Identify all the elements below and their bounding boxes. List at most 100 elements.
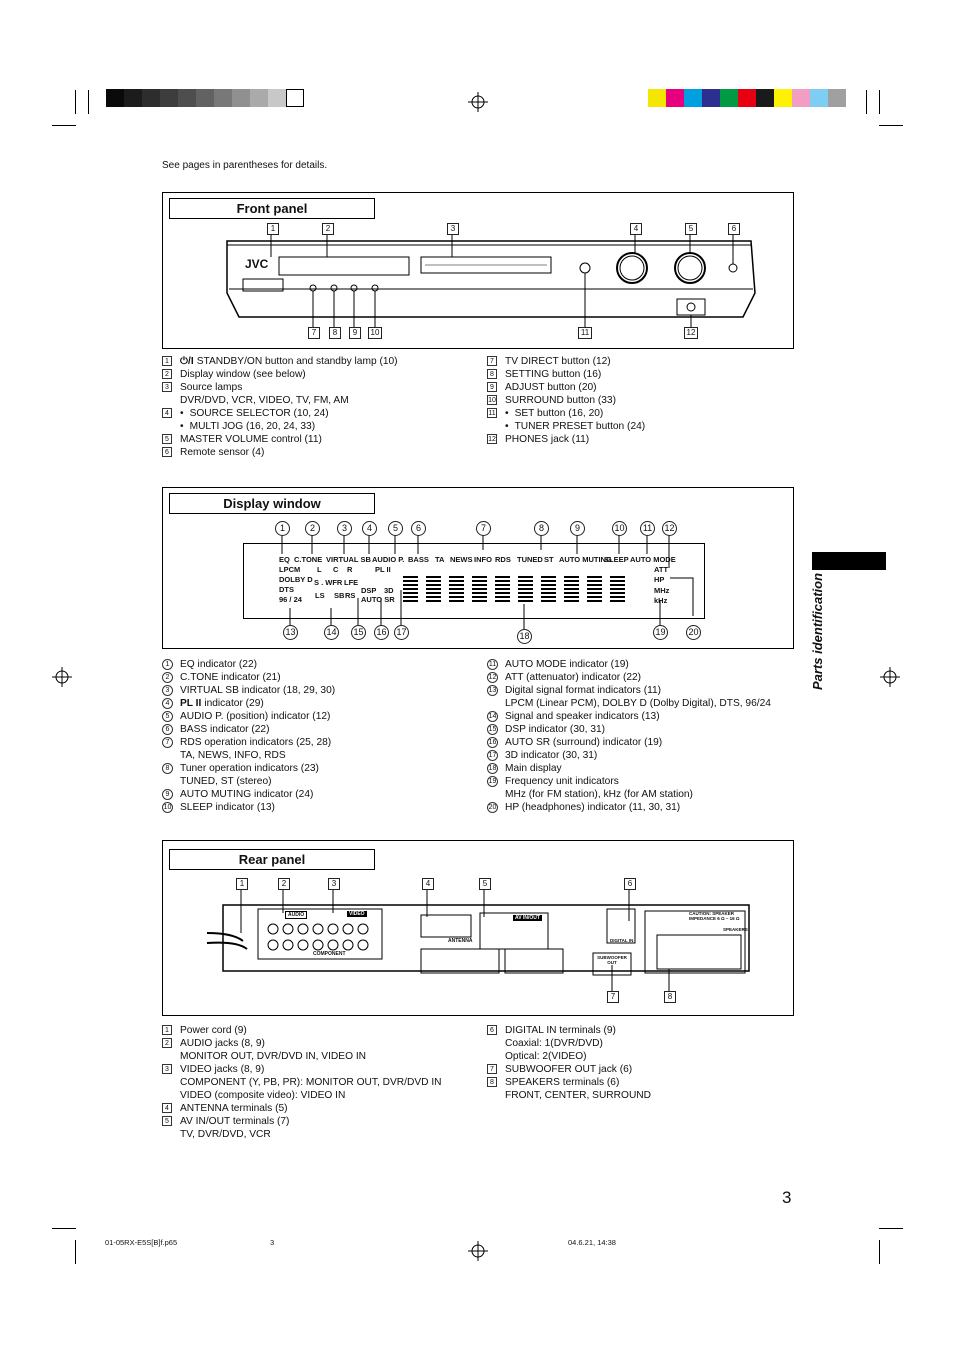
- item-text: TV DIRECT button (12): [505, 356, 611, 367]
- item-text: ADJUST button (20): [505, 382, 597, 393]
- item-text: ATT (attenuator) indicator (22): [505, 672, 642, 683]
- item-text: Remote sensor (4): [180, 447, 265, 458]
- rca-jack-icon: [297, 923, 309, 935]
- display-indicator-label: C: [333, 565, 339, 574]
- list-item: COMPONENT (Y, PB, PR): MONITOR OUT, DVR/…: [162, 1076, 482, 1089]
- segment-char: [610, 574, 625, 602]
- display-callout-16: 16: [374, 625, 389, 640]
- registration-mark-icon: [468, 1241, 488, 1261]
- item-number: 8: [487, 1077, 497, 1087]
- item-text: Tuner operation indicators (23): [180, 763, 319, 774]
- item-number: 2: [162, 1038, 172, 1048]
- item-text: Source lamps: [180, 382, 243, 393]
- rca-jack-icon: [357, 939, 369, 951]
- display-indicator-label: TA: [435, 555, 445, 564]
- item-number: 17: [487, 750, 498, 761]
- display-callout-1: 1: [275, 521, 290, 536]
- display-leader-lines: [281, 528, 694, 629]
- list-item: MONITOR OUT, DVR/DVD IN, VIDEO IN: [162, 1050, 482, 1063]
- bullet-icon: •: [505, 408, 509, 419]
- display-callout-2: 2: [305, 521, 320, 536]
- color-swatch: [792, 89, 810, 107]
- display-indicator-label: AUTO SR: [361, 595, 395, 604]
- rca-jack-icon: [267, 923, 279, 935]
- grayscale-bar: [106, 89, 304, 107]
- color-swatch: [648, 89, 666, 107]
- item-text: AUTO SR (surround) indicator (19): [505, 737, 663, 748]
- item-number: 9: [162, 789, 173, 800]
- display-callout-14: 14: [324, 625, 339, 640]
- display-callout-8: 8: [534, 521, 549, 536]
- rear-antenna-label: ANTENNA: [448, 938, 473, 944]
- item-number: 20: [487, 802, 498, 813]
- item-text: TV, DVR/DVD, VCR: [180, 1129, 271, 1140]
- rca-jack-icon: [312, 939, 324, 951]
- display-indicator-label: BASS: [408, 555, 429, 564]
- color-bar: [648, 89, 846, 107]
- item-text: Signal and speaker indicators (13): [505, 711, 660, 722]
- item-number: 4: [162, 698, 173, 709]
- item-text: MONITOR OUT, DVR/DVD IN, VIDEO IN: [180, 1051, 367, 1062]
- gray-swatch: [196, 89, 214, 107]
- item-text: SUBWOOFER OUT jack (6): [505, 1064, 633, 1075]
- display-indicator-label: TUNED: [517, 555, 543, 564]
- list-item: •TUNER PRESET button (24): [487, 420, 797, 433]
- item-text: Optical: 2(VIDEO): [505, 1051, 587, 1062]
- rear-audio-label: AUDIO: [285, 911, 308, 919]
- item-number: 10: [162, 802, 173, 813]
- display-outline: [243, 543, 705, 619]
- item-text: Coaxial: 1(DVR/DVD): [505, 1038, 603, 1049]
- segment-char: [564, 574, 579, 602]
- display-callout-5: 5: [388, 521, 403, 536]
- crop-mark: [879, 90, 880, 114]
- item-text: Frequency unit indicators: [505, 776, 619, 787]
- crop-mark: [88, 90, 89, 114]
- item-text: TUNED, ST (stereo): [180, 776, 272, 787]
- display-indicator-label: RDS: [495, 555, 511, 564]
- item-text: FRONT, CENTER, SURROUND: [505, 1090, 652, 1101]
- display-indicator-label: PL II: [375, 565, 391, 574]
- gray-swatch: [142, 89, 160, 107]
- rear-caution-label: CAUTION: SPEAKER IMPEDANCE 6 Ω – 16 Ω: [689, 911, 740, 921]
- display-indicator-label: DOLBY D: [279, 575, 313, 584]
- color-swatch: [810, 89, 828, 107]
- item-text: SOURCE SELECTOR (10, 24): [189, 408, 329, 419]
- item-text: Display window (see below): [180, 369, 306, 380]
- display-callout-15: 15: [351, 625, 366, 640]
- segment-char: [449, 574, 464, 602]
- gray-swatch: [286, 89, 304, 107]
- item-number: 6: [487, 1025, 497, 1035]
- item-number: 1: [162, 659, 173, 670]
- rca-jack-icon: [312, 923, 324, 935]
- display-indicator-label: AUDIO P.: [372, 555, 405, 564]
- gray-swatch: [160, 89, 178, 107]
- rca-jack-icon: [282, 923, 294, 935]
- item-number: 11: [487, 659, 498, 670]
- rca-jack-icon: [342, 939, 354, 951]
- display-indicator-label: DTS: [279, 585, 294, 594]
- segment-char: [403, 574, 418, 602]
- rear-component-label: COMPONENT: [313, 951, 346, 957]
- item-text: AUTO MODE indicator (19): [505, 659, 629, 670]
- item-text: STANDBY/ON button and standby lamp (10): [196, 356, 398, 367]
